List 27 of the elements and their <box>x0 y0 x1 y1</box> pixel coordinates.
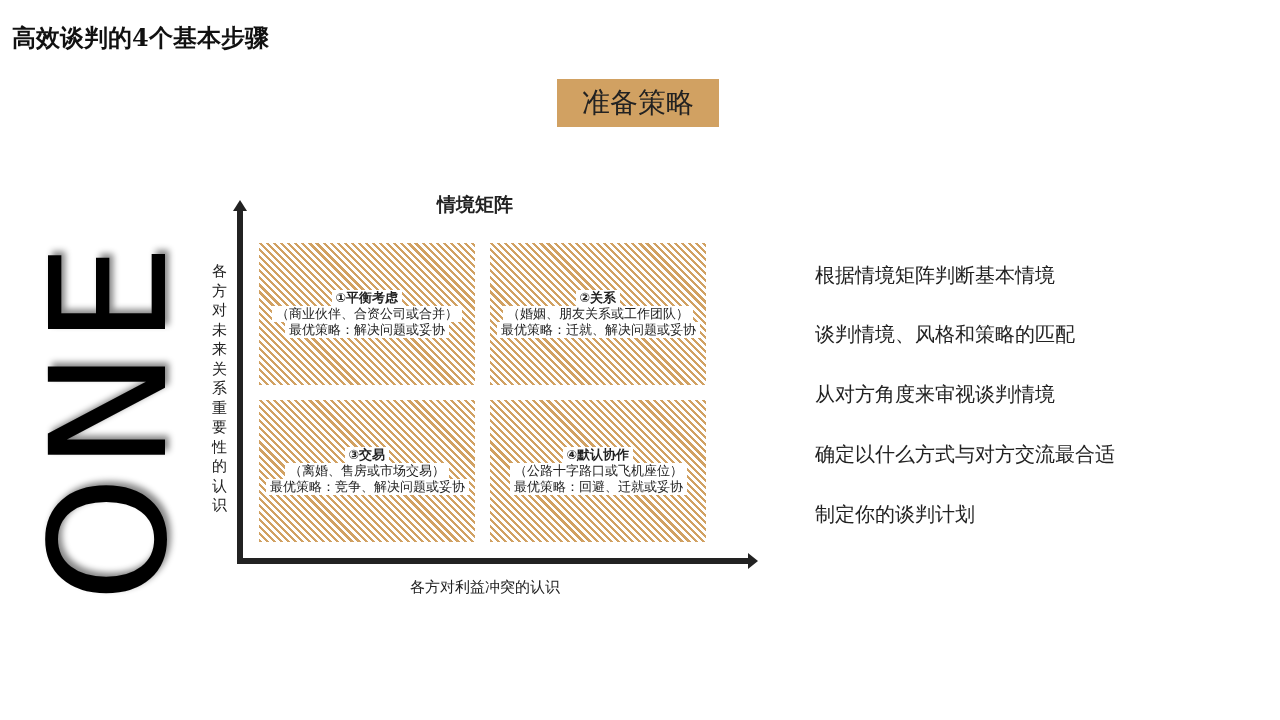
quadrant-heading: ④默认协作 <box>562 447 634 463</box>
quadrant-heading: ②关系 <box>575 290 621 306</box>
axis-label: 各方对利益冲突的认识 <box>410 578 560 597</box>
strategy-text: 最优策略：解决问题或妥协 <box>285 322 449 338</box>
quadrant-heading: ①平衡考虑 <box>331 290 403 306</box>
axis-label: 各方对未来关系重要性的认识 <box>210 262 228 516</box>
point-text: 根据情境矩阵判断基本情境 <box>815 262 1055 289</box>
quadrant-box <box>259 400 475 542</box>
quadrant-box <box>490 243 706 385</box>
strategy-text: 最优策略：竞争、解决问题或妥协 <box>265 479 469 495</box>
quadrant-example: （公路十字路口或飞机座位） <box>509 463 687 479</box>
quadrant-example: （离婚、售房或市场交易） <box>285 463 449 479</box>
strategy-text: 最优策略：回避、迁就或妥协 <box>509 479 687 495</box>
quadrant-box <box>490 400 706 542</box>
point-text: 确定以什么方式与对方交流最合适 <box>815 441 1115 468</box>
strategy-text: 最优策略：迁就、解决问题或妥协 <box>496 322 700 338</box>
matrix-title: 情境矩阵 <box>437 192 513 217</box>
step-box: 准备策略 <box>557 79 719 127</box>
quadrant-box <box>259 243 475 385</box>
large-word: ONE <box>30 236 190 605</box>
quadrant-example: （婚姻、朋友关系或工作团队） <box>503 306 693 322</box>
quadrant-example: （商业伙伴、合资公司或合并） <box>272 306 462 322</box>
quadrant-heading: ③交易 <box>344 447 390 463</box>
point-text: 制定你的谈判计划 <box>815 501 975 528</box>
slide-title: 高效谈判的4个基本步骤 <box>12 22 269 54</box>
point-text: 谈判情境、风格和策略的匹配 <box>815 321 1075 348</box>
point-text: 从对方角度来审视谈判情境 <box>815 381 1055 408</box>
